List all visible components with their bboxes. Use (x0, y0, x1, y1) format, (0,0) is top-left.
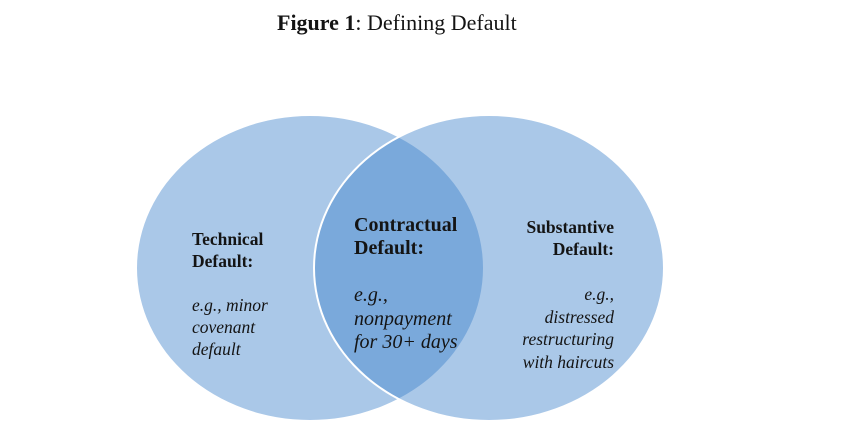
contractual-default-label: Contractual Default: e.g., nonpayment fo… (354, 190, 494, 378)
technical-default-label: Technical Default: e.g., minor covenant … (192, 206, 322, 382)
contractual-default-example: e.g., nonpayment for 30+ days (354, 284, 458, 353)
contractual-default-heading: Contractual Default: (354, 213, 458, 260)
technical-default-example: e.g., minor covenant default (192, 295, 268, 359)
figure-caption-text: : Defining Default (355, 10, 517, 35)
figure-number-label: Figure 1 (277, 10, 356, 35)
substantive-default-heading: Substantive Default: (526, 216, 614, 260)
technical-default-heading: Technical Default: (192, 229, 264, 271)
substantive-default-example: e.g., distressed restructuring with hair… (522, 284, 614, 372)
substantive-default-label: Substantive Default: e.g., distressed re… (473, 193, 614, 396)
right-circle-substantive-default (313, 114, 665, 422)
figure-title: Figure 1: Defining Default (277, 10, 517, 36)
